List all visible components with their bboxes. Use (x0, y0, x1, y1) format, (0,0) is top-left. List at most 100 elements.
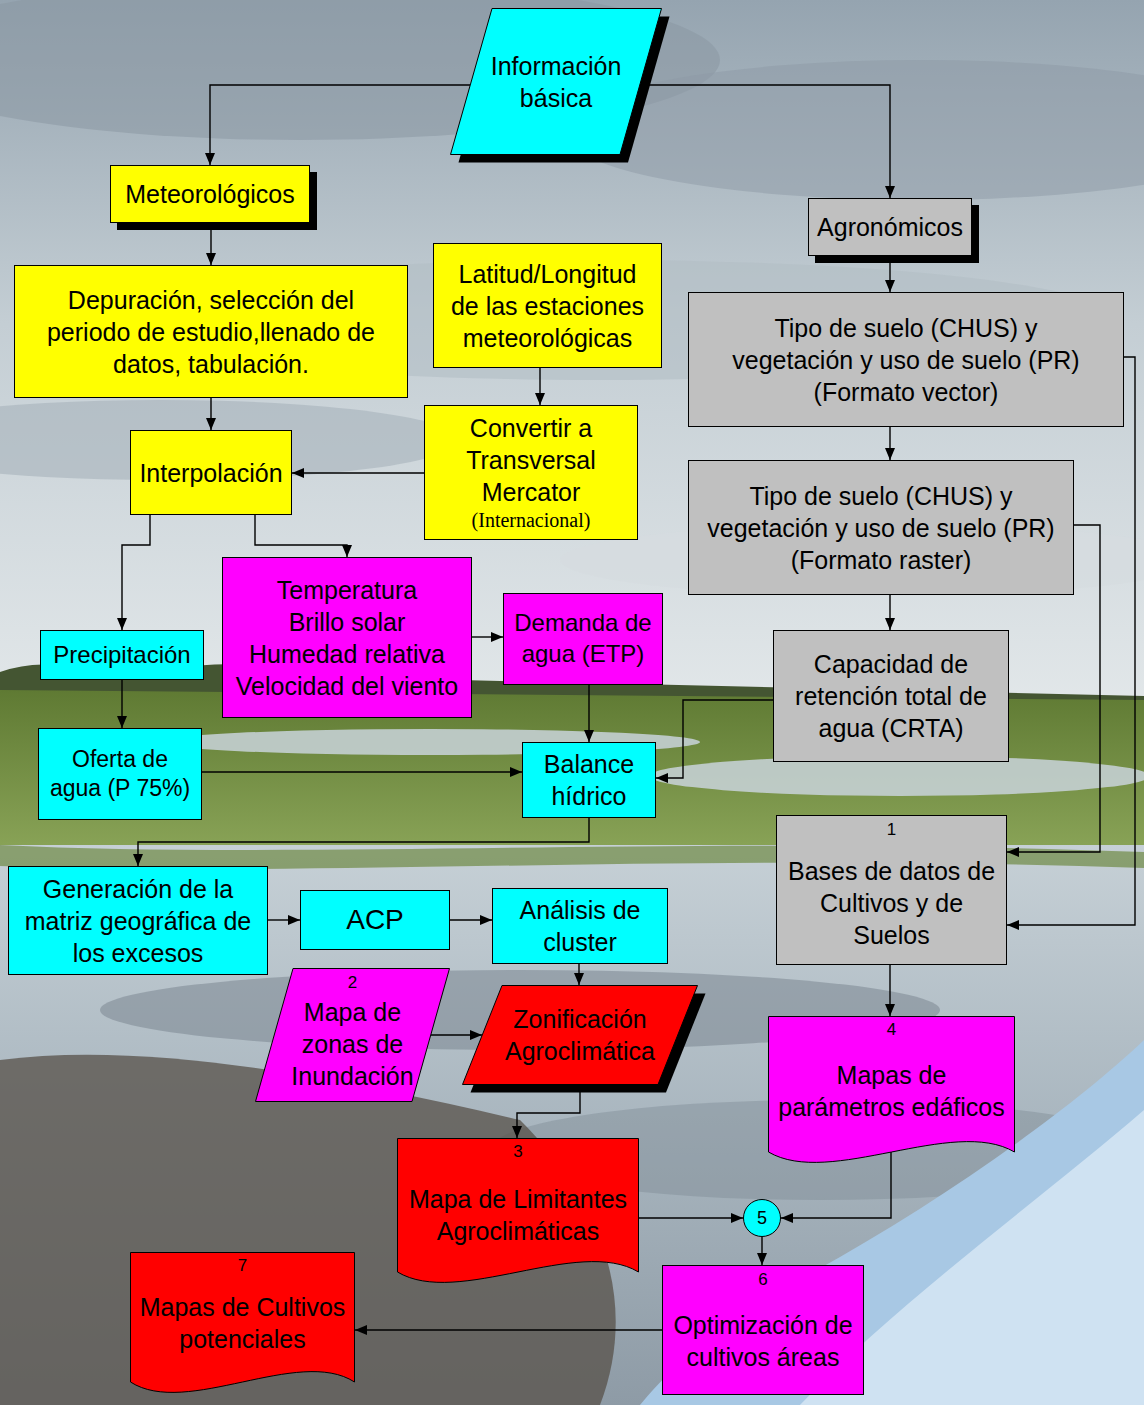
process-box: Balance hídrico (522, 742, 656, 818)
flow-arrow (889, 427, 890, 460)
flow-arrow (889, 256, 890, 292)
flow-arrow (450, 919, 492, 920)
node-label: Mapa de zonas de Inundación (283, 996, 423, 1092)
data-box: Tipo de suelo (CHUS) y vegetación y uso … (688, 460, 1074, 595)
water-strip (650, 756, 1144, 796)
flow-arrow (202, 771, 522, 772)
node-label: Capacidad de retención total de agua (CR… (781, 648, 1001, 744)
parallelogram (451, 9, 662, 155)
flow-arrow (210, 223, 211, 265)
flow-arrow (472, 636, 503, 637)
flow-arrow (121, 680, 122, 728)
node-label: Temperatura (277, 574, 417, 606)
category-box: Meteorológicos (110, 165, 310, 223)
process-box: Oferta de agua (P 75%) (38, 728, 202, 820)
node-label: Oferta de agua (P 75%) (47, 745, 193, 804)
callout-number: 4 (887, 1019, 896, 1041)
node-label: Agronómicos (817, 211, 963, 243)
process-box: Depuración, selección del periodo de est… (14, 265, 408, 398)
variable-box: TemperaturaBrillo solarHumedad relativaV… (222, 557, 472, 718)
boat-bow (640, 1040, 1144, 1405)
data-box: Capacidad de retención total de agua (CR… (773, 630, 1009, 762)
document-shape: 4Mapas de parámetros edáficos (768, 1016, 1015, 1170)
node-label: Bases de datos de Cultivos y de Suelos (784, 855, 999, 951)
node-label: Balance hídrico (534, 748, 644, 812)
circle-outline (744, 1200, 781, 1237)
node-label: Mapas de Cultivos potenciales (138, 1291, 348, 1355)
node-label: Depuración, selección del periodo de est… (39, 284, 384, 380)
flow-arrow (781, 1152, 891, 1218)
input-parallelogram: Información básica (450, 8, 662, 155)
category-box: Agronómicos (808, 198, 972, 256)
document-outline (131, 1253, 355, 1393)
callout-number: 1 (887, 819, 896, 841)
node-label: Demanda de agua (ETP) (511, 608, 655, 669)
input-parallelogram-outline (450, 8, 662, 155)
node-label: Convertir a Transversal Mercator (436, 412, 626, 508)
node-label: Análisis de cluster (500, 894, 660, 958)
node-label: Generación de la matriz geográfica de lo… (16, 873, 260, 969)
flow-arrow (210, 398, 211, 430)
document-shape: 7Mapas de Cultivos potenciales (130, 1252, 355, 1400)
output-parallelogram-outline (462, 985, 698, 1085)
node-label: Velocidad del viento (236, 670, 458, 702)
flow-arrow (255, 515, 347, 557)
process-box: Demanda de agua (ETP) (503, 593, 663, 685)
flow-arrow (292, 472, 424, 473)
node-label: Precipitación (53, 640, 190, 671)
flow-arrow (656, 700, 773, 778)
connector-circle: 5 (743, 1199, 781, 1237)
process-box: 6Optimización de cultivos áreas (662, 1265, 864, 1395)
process-box: Generación de la matriz geográfica de lo… (8, 866, 268, 975)
process-box: Interpolación (130, 430, 292, 515)
flow-arrow (578, 964, 579, 985)
flow-arrow (588, 685, 589, 742)
node-label: Latitud/Longitud de las estaciones meteo… (446, 258, 650, 354)
parallelogram (256, 969, 450, 1102)
node-label: 5 (757, 1209, 767, 1227)
node-label: Tipo de suelo (CHUS) y vegetación y uso … (696, 480, 1066, 576)
document-outline (769, 1017, 1015, 1163)
node-label: Interpolación (139, 457, 282, 489)
node-label: Zonificación Agroclimática (493, 1003, 668, 1067)
parallelogram (463, 986, 698, 1085)
node-label: Mapas de parámetros edáficos (776, 1059, 1008, 1123)
flow-arrow (517, 1085, 580, 1138)
flow-arrow (431, 1034, 482, 1035)
node-label: ACP (346, 902, 404, 938)
flow-arrow (268, 919, 300, 920)
data-box: Tipo de suelo (CHUS) y vegetación y uso … (688, 292, 1124, 427)
flow-arrow (138, 818, 589, 866)
node-label: Información básica (481, 50, 631, 114)
flow-arrow (639, 1217, 743, 1218)
process-box: Latitud/Longitud de las estaciones meteo… (433, 243, 662, 368)
output-parallelogram: Zonificación Agroclimática (462, 985, 698, 1085)
flow-arrow (889, 965, 890, 1016)
process-box: Precipitación (40, 630, 204, 680)
flow-arrow (539, 368, 540, 405)
process-box: Convertir a Transversal Mercator(Interna… (424, 405, 638, 540)
document-outline (398, 1139, 639, 1283)
callout-number: 7 (238, 1255, 247, 1277)
flow-arrow (1007, 357, 1135, 925)
flow-arrow (210, 85, 470, 165)
callout-number: 3 (513, 1141, 522, 1163)
flow-arrow (640, 85, 890, 198)
flow-arrow (761, 1237, 762, 1265)
node-label: Humedad relativa (249, 638, 445, 670)
node-label: Mapa de Limitantes Agroclimáticas (404, 1183, 632, 1247)
node-label: Meteorológicos (125, 178, 295, 210)
flow-arrow (122, 515, 150, 630)
node-label: Brillo solar (289, 606, 406, 638)
process-box: ACP (300, 890, 450, 950)
flow-arrow (889, 595, 890, 630)
callout-number: 6 (758, 1269, 767, 1291)
callout-number: 2 (348, 972, 357, 994)
document-shape: 3Mapa de Limitantes Agroclimáticas (397, 1138, 639, 1290)
node-label: (Internacional) (472, 508, 591, 534)
input-parallelogram: 2Mapa de zonas de Inundación (255, 968, 450, 1102)
flow-arrow (355, 1329, 662, 1330)
node-label: Tipo de suelo (CHUS) y vegetación y uso … (721, 312, 1091, 408)
database-box: 1Bases de datos de Cultivos y de Suelos (776, 815, 1007, 965)
node-label: Optimización de cultivos áreas (670, 1309, 856, 1373)
